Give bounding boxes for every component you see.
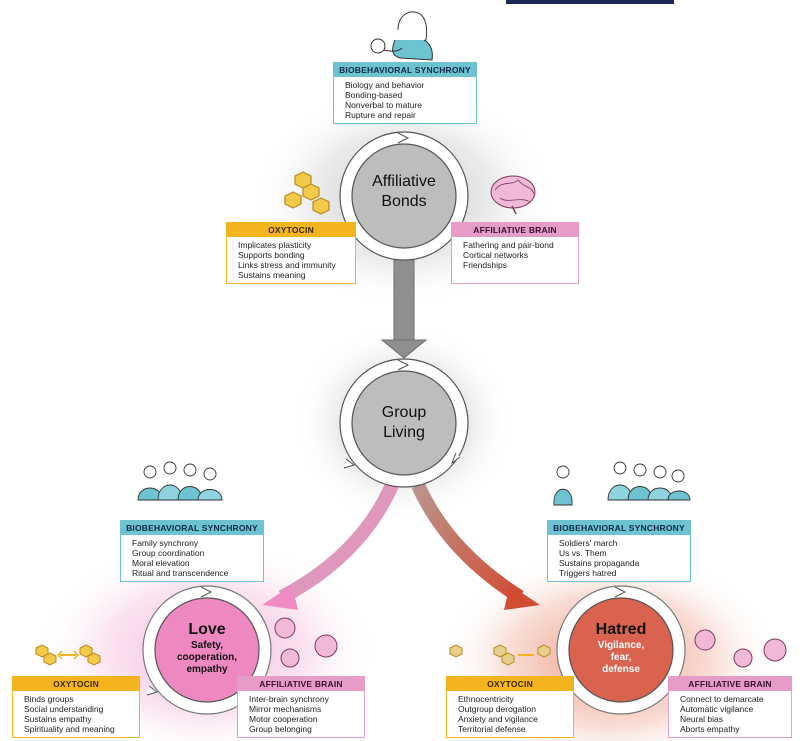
- box-list: Family synchrony Group coordination Mora…: [121, 535, 263, 581]
- list-item: Sustains empathy: [24, 714, 92, 724]
- list-item: Binds groups: [24, 694, 74, 704]
- love-sync-box: BIOBEHAVIORAL SYNCHRONY Family synchrony…: [120, 520, 264, 582]
- list-item: Supports bonding: [238, 250, 305, 260]
- list-item: Group belonging: [249, 724, 312, 734]
- box-header: AFFILIATIVE BRAIN: [452, 223, 578, 237]
- neuron-cell-icon: [274, 617, 338, 668]
- down-arrow: [380, 257, 428, 359]
- soldiers-icon: [553, 461, 691, 506]
- list-item: Social understanding: [24, 704, 104, 714]
- hatred-title: Hatred: [595, 621, 647, 638]
- list-item: Ethnocentricity: [458, 694, 514, 704]
- center-line: Bonds: [381, 193, 427, 210]
- list-item: Motor cooperation: [249, 714, 318, 724]
- box-list: Ethnocentricity Outgroup derogation Anxi…: [447, 691, 573, 737]
- box-header: OXYTOCIN: [227, 223, 355, 237]
- love-subtitle: empathy: [186, 664, 228, 675]
- hatred-sync-box: BIOBEHAVIORAL SYNCHRONY Soldiers' march …: [547, 520, 691, 582]
- love-cycle: [142, 585, 272, 715]
- oxytocin-molecule-icon: [35, 644, 101, 666]
- hatred-subtitle: fear,: [610, 652, 632, 663]
- list-item: Inter-brain synchrony: [249, 694, 329, 704]
- box-list: Inter-brain synchrony Mirror mechanisms …: [238, 691, 364, 737]
- list-item: Family synchrony: [132, 538, 199, 548]
- list-item: Soldiers' march: [559, 538, 618, 548]
- list-item: Rupture and repair: [345, 110, 416, 120]
- hatred-oxytocin-box: OXYTOCIN Ethnocentricity Outgroup deroga…: [446, 676, 574, 738]
- list-item: Fathering and pair-bond: [463, 240, 554, 250]
- list-item: Moral elevation: [132, 558, 190, 568]
- box-header: BIOBEHAVIORAL SYNCHRONY: [121, 521, 263, 535]
- list-item: Aborts empathy: [680, 724, 740, 734]
- list-item: Friendships: [463, 260, 507, 270]
- oxytocin-molecule-icon: [449, 644, 551, 666]
- center-line: Group: [381, 404, 427, 421]
- list-item: Nonverbal to mature: [345, 100, 423, 110]
- center-line: Living: [383, 424, 425, 441]
- love-label: Love Safety, cooperation, empathy: [157, 620, 257, 676]
- hatred-brain-box: AFFILIATIVE BRAIN Connect to demarcate A…: [668, 676, 792, 738]
- hatred-arrow: [411, 482, 540, 610]
- hatred-label: Hatred Vigilance, fear, defense: [571, 620, 671, 676]
- brain-icon: [490, 175, 536, 215]
- list-item: Cortical networks: [463, 250, 529, 260]
- box-list: Connect to demarcate Automatic vigilance…: [669, 691, 791, 737]
- love-title: Love: [188, 621, 226, 638]
- box-header: AFFILIATIVE BRAIN: [669, 677, 791, 691]
- list-item: Biology and behavior: [345, 80, 425, 90]
- top-sync-box: BIOBEHAVIORAL SYNCHRONY Biology and beha…: [333, 62, 477, 124]
- top-oxytocin-box: OXYTOCIN Implicates plasticity Supports …: [226, 222, 356, 284]
- box-list: Biology and behavior Bonding-based Nonve…: [334, 77, 476, 123]
- list-item: Ritual and transcendence: [132, 568, 229, 578]
- hatred-subtitle: defense: [602, 664, 640, 675]
- list-item: Bonding-based: [345, 90, 403, 100]
- box-header: BIOBEHAVIORAL SYNCHRONY: [334, 63, 476, 77]
- box-list: Fathering and pair-bond Cortical network…: [452, 237, 578, 273]
- list-item: Implicates plasticity: [238, 240, 312, 250]
- list-item: Us vs. Them: [559, 548, 607, 558]
- list-item: Neural bias: [680, 714, 723, 724]
- list-item: Connect to demarcate: [680, 694, 764, 704]
- box-list: Implicates plasticity Supports bonding L…: [227, 237, 355, 283]
- box-header: AFFILIATIVE BRAIN: [238, 677, 364, 691]
- love-brain-box: AFFILIATIVE BRAIN Inter-brain synchrony …: [237, 676, 365, 738]
- box-list: Binds groups Social understanding Sustai…: [13, 691, 139, 737]
- middle-cycle: [339, 358, 469, 488]
- list-item: Group coordination: [132, 548, 205, 558]
- box-header: OXYTOCIN: [13, 677, 139, 691]
- header-bar: [506, 0, 674, 4]
- top-brain-box: AFFILIATIVE BRAIN Fathering and pair-bon…: [451, 222, 579, 284]
- list-item: Sustains propaganda: [559, 558, 640, 568]
- love-subtitle: cooperation,: [176, 652, 237, 663]
- love-subtitle: Safety,: [190, 640, 224, 651]
- love-arrow: [262, 482, 399, 610]
- box-list: Soldiers' march Us vs. Them Sustains pro…: [548, 535, 690, 581]
- oxytocin-molecule-icon: [284, 171, 330, 215]
- list-item: Sustains meaning: [238, 270, 306, 280]
- box-header: BIOBEHAVIORAL SYNCHRONY: [548, 521, 690, 535]
- list-item: Automatic vigilance: [680, 704, 754, 714]
- group-living-label: Group Living: [354, 403, 454, 443]
- hatred-subtitle: Vigilance,: [597, 640, 645, 651]
- list-item: Outgroup derogation: [458, 704, 536, 714]
- list-item: Territorial defense: [458, 724, 526, 734]
- center-line: Affiliative: [372, 173, 436, 190]
- group-people-icon: [137, 461, 223, 501]
- love-oxytocin-box: OXYTOCIN Binds groups Social understandi…: [12, 676, 140, 738]
- box-header: OXYTOCIN: [447, 677, 573, 691]
- affiliative-bonds-label: Affiliative Bonds: [354, 172, 454, 212]
- list-item: Mirror mechanisms: [249, 704, 322, 714]
- neuron-cell-icon: [694, 629, 787, 668]
- mother-infant-icon: [370, 11, 433, 61]
- top-cycle: [339, 131, 469, 261]
- list-item: Links stress and immunity: [238, 260, 336, 270]
- list-item: Anxiety and vigilance: [458, 714, 538, 724]
- list-item: Spirituality and meaning: [24, 724, 115, 734]
- hatred-cycle: [556, 585, 686, 715]
- list-item: Triggers hatred: [559, 568, 617, 578]
